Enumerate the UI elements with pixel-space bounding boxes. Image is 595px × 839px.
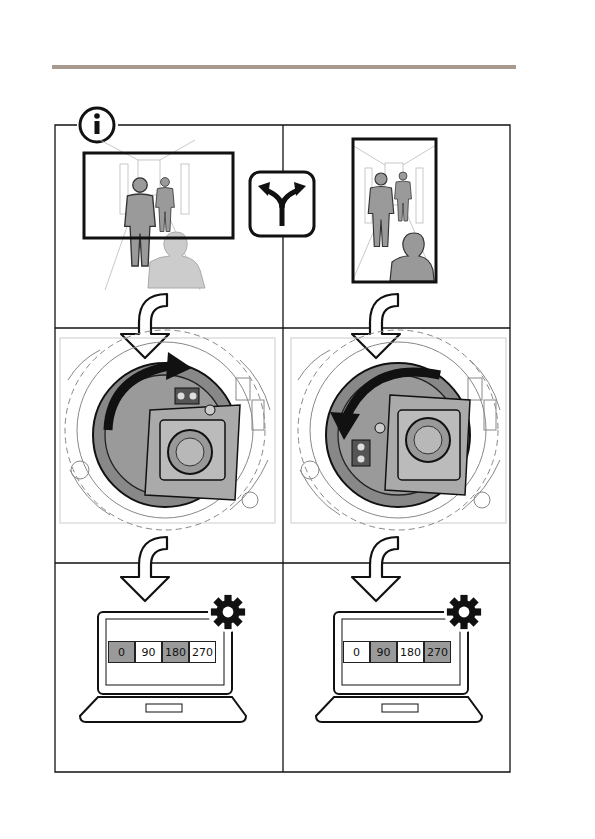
camera-left [60, 330, 275, 530]
rotation-option-cell: 0 [343, 641, 370, 663]
rotation-option-cell: 0 [108, 641, 135, 663]
panel-grid [55, 125, 510, 772]
flow-arrow [121, 294, 400, 601]
rotation-option-cell: 180 [162, 641, 189, 663]
header-rule [52, 65, 516, 69]
scene-landscape [84, 140, 233, 290]
rotation-option-cell: 90 [135, 641, 162, 663]
laptop-left [80, 592, 248, 722]
scene-portrait [352, 139, 436, 282]
info-icon [80, 108, 114, 142]
camera-right [291, 330, 506, 530]
choice-icon [250, 172, 314, 236]
rotation-option-cell: 180 [397, 641, 424, 663]
rotation-option-cell: 90 [370, 641, 397, 663]
rotation-option-cell: 270 [424, 641, 451, 663]
rotation-option-cell: 270 [189, 641, 216, 663]
laptop-right [316, 592, 484, 722]
